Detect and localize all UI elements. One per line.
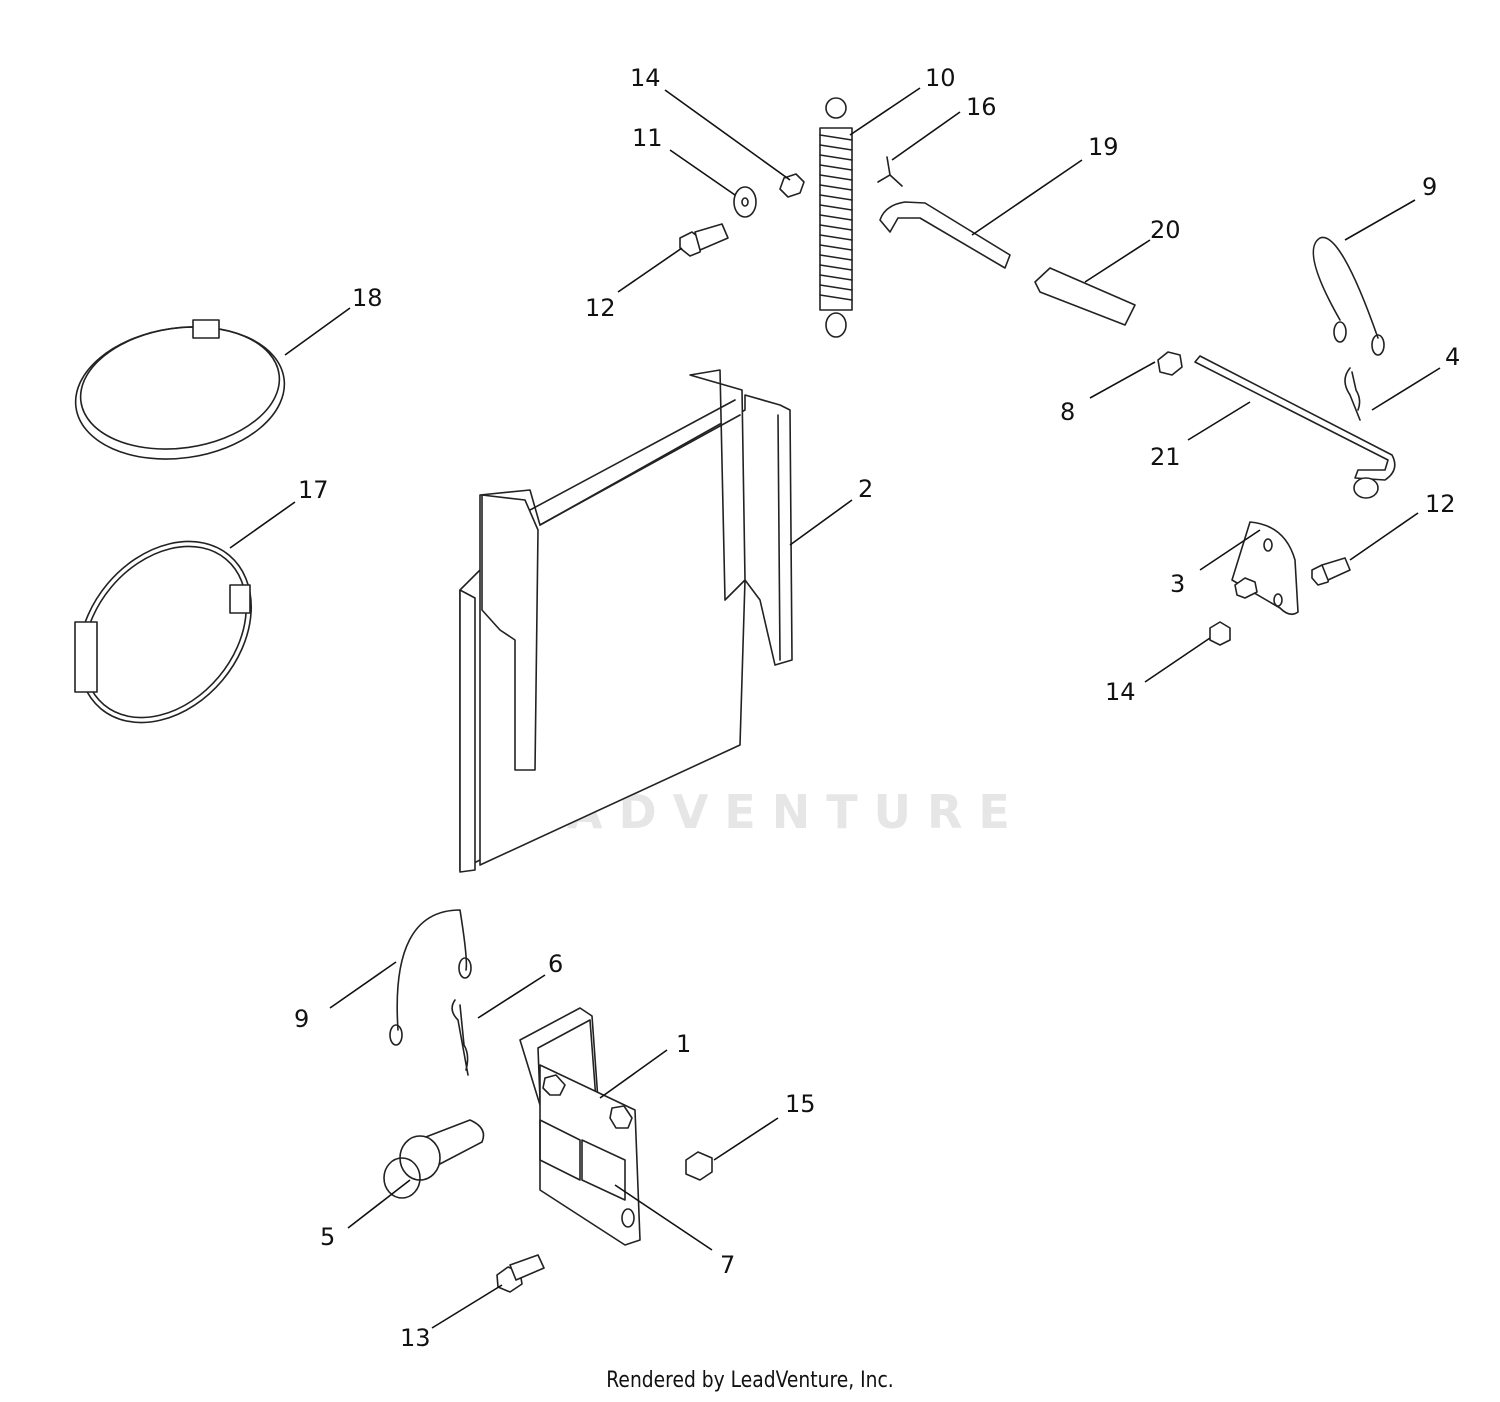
- callout-3: 3: [1170, 570, 1185, 598]
- latch-assembly-1: [519, 1007, 641, 1246]
- hose-clamp-18: [74, 319, 286, 460]
- cable-9-bottom: [389, 909, 472, 1046]
- callout-7: 7: [720, 1251, 735, 1279]
- leader-6: [477, 974, 546, 1019]
- leader-9-top: [1344, 199, 1416, 241]
- callout-19: 19: [1088, 133, 1119, 161]
- callout-11: 11: [632, 124, 663, 152]
- leader-17: [229, 501, 296, 549]
- hairpin-4: [1344, 367, 1361, 421]
- leader-15: [713, 1117, 779, 1161]
- spacer-20: [1034, 267, 1136, 326]
- hairpin-6: [451, 999, 469, 1076]
- spring-10: [819, 97, 853, 338]
- callout-16: 16: [966, 93, 997, 121]
- callout-10: 10: [925, 64, 956, 92]
- callout-12-top: 12: [585, 294, 616, 322]
- pin-5: [383, 1119, 485, 1199]
- clip-16: [877, 156, 903, 187]
- leader-21: [1187, 401, 1251, 441]
- leader-18: [284, 307, 351, 356]
- leader-7: [614, 1184, 713, 1251]
- rod-21: [1194, 355, 1396, 499]
- leader-16: [891, 111, 961, 161]
- leader-3: [1199, 529, 1261, 571]
- leader-5: [347, 1179, 411, 1229]
- washer-11: [733, 186, 757, 218]
- callout-1: 1: [676, 1030, 691, 1058]
- callout-18: 18: [352, 284, 383, 312]
- bolt-12-right: [1311, 557, 1351, 586]
- callout-8: 8: [1060, 398, 1075, 426]
- leader-4: [1371, 367, 1441, 411]
- leader-19: [971, 159, 1083, 236]
- callout-5: 5: [320, 1223, 335, 1251]
- callout-9-top: 9: [1422, 173, 1437, 201]
- leader-9-bottom: [329, 961, 397, 1009]
- leader-14-top: [664, 89, 791, 181]
- callout-14-right: 14: [1105, 678, 1136, 706]
- leader-14-right: [1144, 637, 1211, 683]
- leader-12-top: [617, 247, 683, 293]
- leader-10: [849, 87, 921, 136]
- callout-15: 15: [785, 1090, 816, 1118]
- callout-21: 21: [1150, 443, 1181, 471]
- leader-1: [599, 1049, 668, 1099]
- nut-14-top: [779, 173, 805, 198]
- footer-credit: Rendered by LeadVenture, Inc.: [606, 1368, 894, 1393]
- hose-clamp-17: [74, 540, 253, 724]
- callout-20: 20: [1150, 216, 1181, 244]
- leader-20: [1084, 239, 1151, 283]
- plate-3: [1231, 521, 1299, 616]
- leader-12-right: [1349, 512, 1419, 561]
- bolt-12-top: [679, 223, 729, 257]
- bolt-13: [496, 1254, 545, 1293]
- cable-9-top: [1312, 236, 1385, 356]
- leader-2: [789, 499, 853, 546]
- callout-13: 13: [400, 1324, 431, 1352]
- callout-2: 2: [858, 475, 873, 503]
- leader-13: [431, 1284, 503, 1329]
- nut-8: [1157, 351, 1183, 376]
- leader-8: [1089, 361, 1156, 399]
- nut-14-right: [1209, 621, 1231, 646]
- callout-17: 17: [298, 476, 329, 504]
- callout-9-bottom: 9: [294, 1005, 309, 1033]
- handle-rod-19: [879, 201, 1011, 269]
- callout-14-top: 14: [630, 64, 661, 92]
- callout-12-right: 12: [1425, 490, 1456, 518]
- leader-11: [669, 149, 736, 196]
- nut-15: [685, 1151, 713, 1181]
- callout-6: 6: [548, 950, 563, 978]
- callout-4: 4: [1445, 343, 1460, 371]
- mounting-bracket-2: [459, 369, 793, 873]
